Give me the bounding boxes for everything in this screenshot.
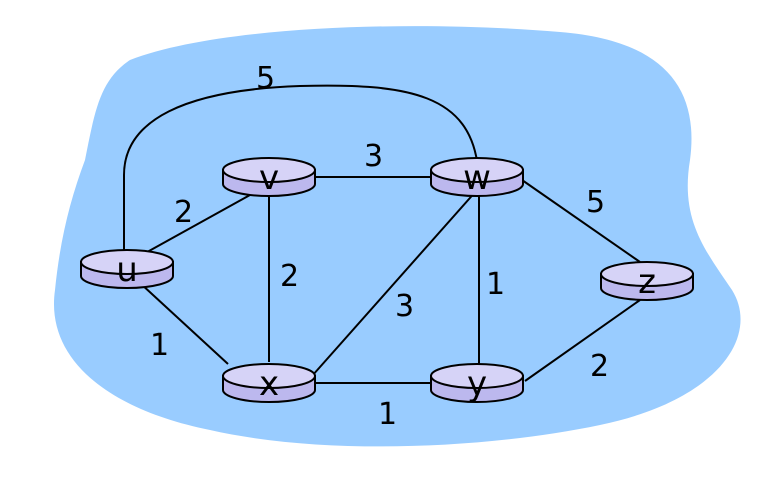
weight-u-x: 1 xyxy=(150,328,169,363)
edge-u-v xyxy=(139,194,251,257)
weight-y-z: 2 xyxy=(590,349,609,384)
weight-x-y: 1 xyxy=(378,397,397,432)
router-top xyxy=(430,363,524,389)
router-x xyxy=(222,363,316,403)
weight-u-v: 2 xyxy=(174,195,193,230)
node-label-z: z xyxy=(638,262,656,302)
router-top xyxy=(430,157,524,183)
weight-w-y: 1 xyxy=(486,267,505,302)
router-z xyxy=(600,261,694,301)
node-label-w: w xyxy=(463,158,491,198)
node-labels: u v w x y z xyxy=(116,158,656,404)
node-label-x: x xyxy=(259,364,279,404)
weight-u-w: 5 xyxy=(256,61,275,96)
node-label-v: v xyxy=(259,158,279,198)
router-top xyxy=(80,249,174,275)
edge-y-z xyxy=(524,299,641,382)
weight-v-x: 2 xyxy=(280,259,299,294)
router-v xyxy=(222,157,316,197)
edge-x-w xyxy=(311,189,478,377)
router-w xyxy=(430,157,524,197)
node-label-y: y xyxy=(467,364,487,404)
weight-v-w: 3 xyxy=(364,139,383,174)
router-y xyxy=(430,363,524,403)
network-cloud xyxy=(53,26,741,447)
edges xyxy=(123,84,641,384)
edge-u-w xyxy=(123,84,479,255)
router-top xyxy=(600,261,694,287)
router-top xyxy=(222,157,316,183)
router-top xyxy=(222,363,316,389)
weight-w-z: 5 xyxy=(586,185,605,220)
edge-w-z xyxy=(521,179,641,263)
router-u xyxy=(80,249,174,289)
edge-weights: 5 2 1 3 2 3 1 1 5 2 xyxy=(150,61,609,432)
edge-u-x xyxy=(139,282,229,365)
node-label-u: u xyxy=(116,250,138,290)
weight-x-w: 3 xyxy=(395,289,414,324)
